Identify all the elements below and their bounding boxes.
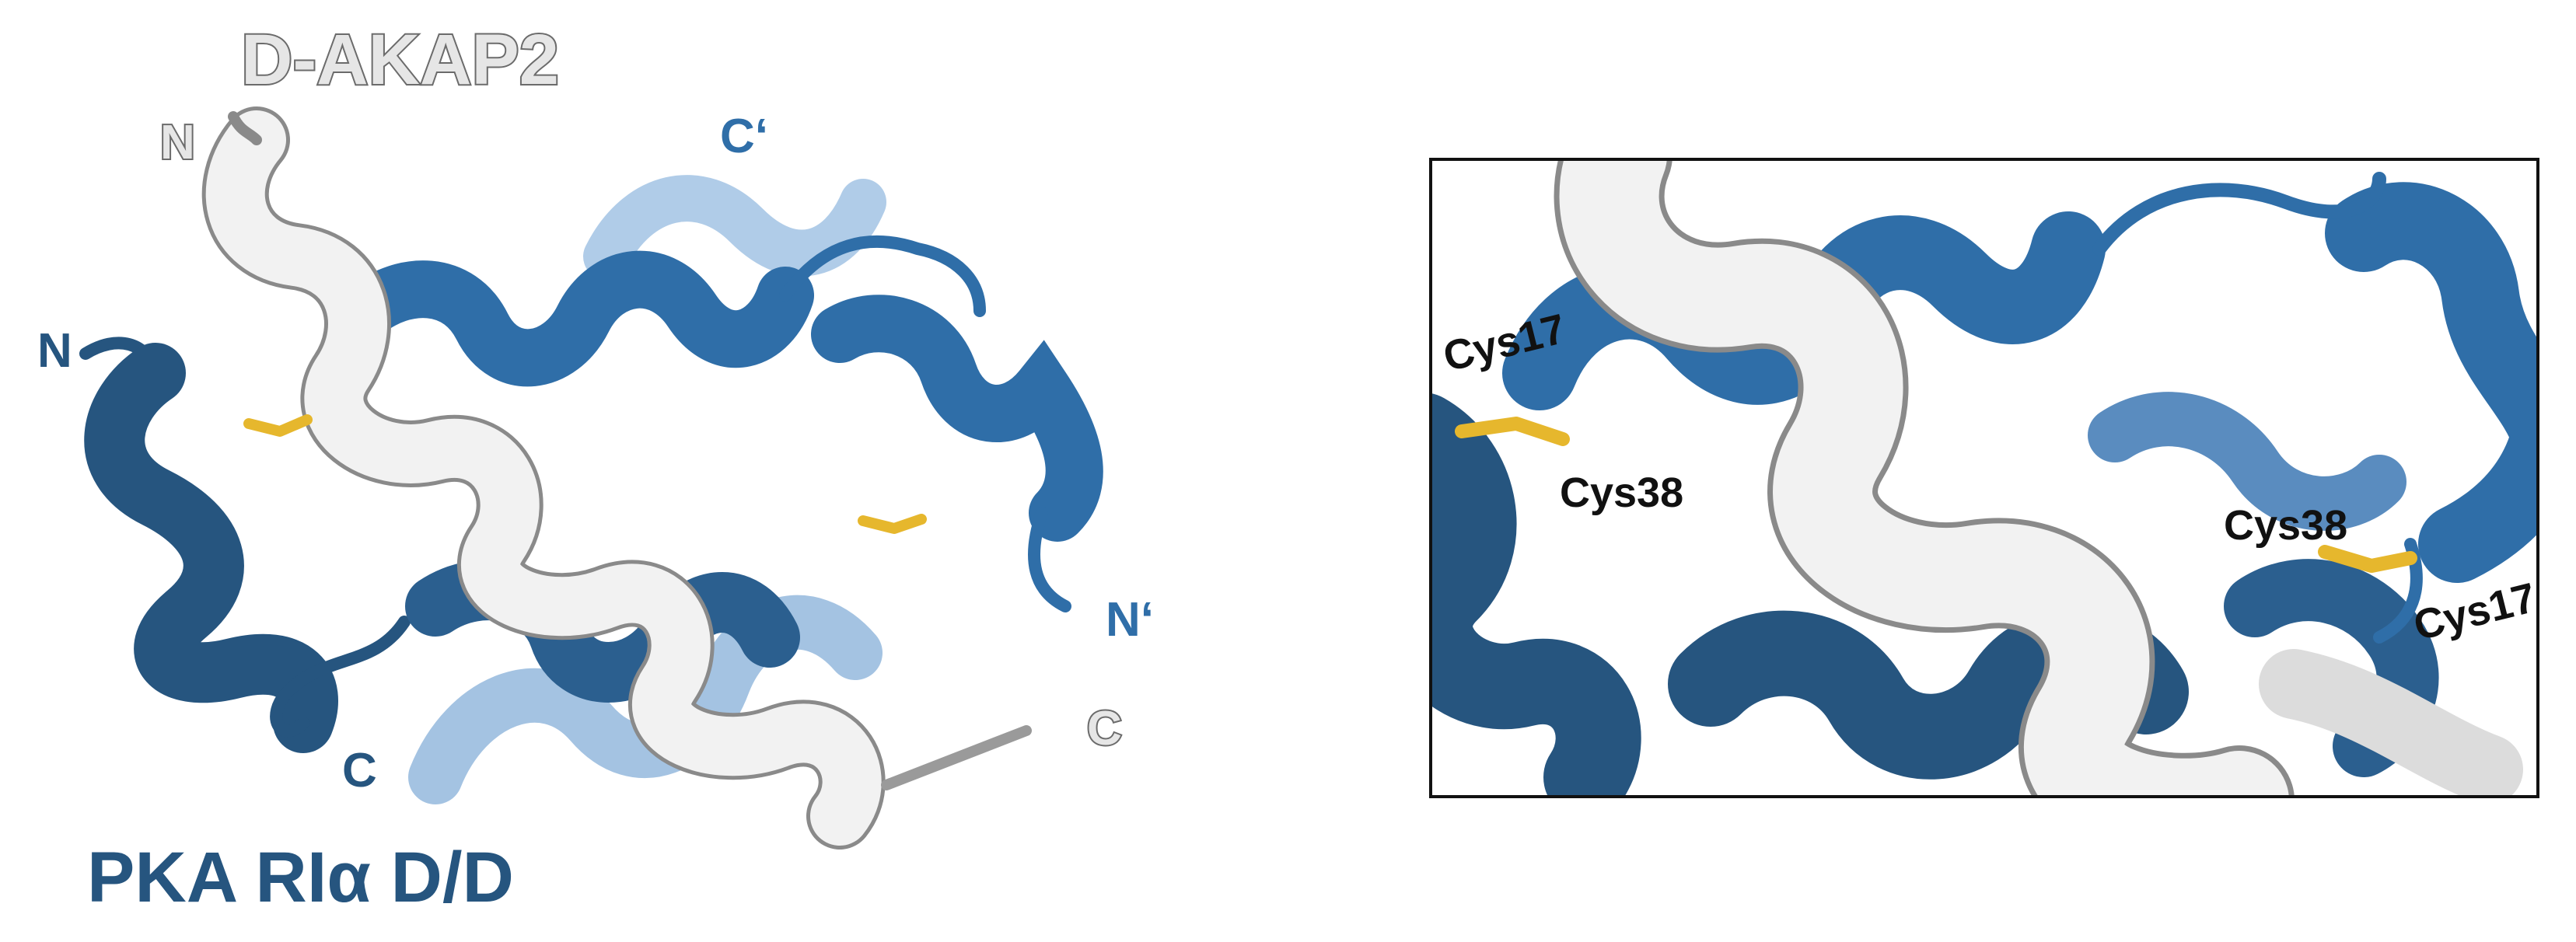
akap-n-tail (228, 111, 262, 145)
inset-panel: Cys17 Cys38 Cys38 Cys17 (1429, 158, 2540, 798)
inset-disulfide-right (2318, 545, 2417, 573)
akap-c-label: C (1087, 702, 1122, 755)
inset-cys17-right-label: Cys17 (2409, 574, 2540, 650)
dd-protomer-b-coil (779, 235, 986, 317)
complex-title: PKA RIα D/D (87, 838, 514, 917)
inset-dd-helix-right (2325, 182, 2538, 583)
dd-protomer-b-nterm (1028, 507, 1071, 612)
inset-dd-helix-left (1431, 393, 1641, 797)
inset-structure (1431, 159, 2538, 797)
inset-dd-loop-mid (2088, 392, 2406, 531)
inset-akap-helix (1559, 159, 2289, 797)
dd-protomer-a-loop (270, 616, 411, 738)
dd-protomer-b-helix-top (337, 250, 814, 387)
inset-dd-loop-top (2092, 172, 2386, 256)
inset-disulfide-left (1455, 417, 1570, 446)
disulfide-bond-right (858, 514, 927, 534)
akap-n-label: N (160, 116, 195, 169)
inset-frame (1429, 158, 2539, 798)
inset-cys38-right-label: Cys38 (2224, 502, 2347, 549)
akap-title: D-AKAP2 (241, 20, 559, 99)
dd-c-label: C (342, 744, 377, 797)
overview-structure: D-AKAP2 N C N C N‘ C‘ PKA RIα D/D (37, 19, 1154, 917)
akap-c-tail (881, 725, 1032, 790)
dd-c-prime-label: C‘ (720, 110, 768, 163)
inset-cys38-left-label: Cys38 (1560, 469, 1683, 516)
dd-n-label: N (37, 324, 72, 378)
akap-helix-face (205, 110, 882, 846)
inset-akap-helix-back (2259, 649, 2523, 797)
dd-n-prime-label: N‘ (1106, 593, 1154, 647)
dd-protomer-a-helix (84, 343, 338, 753)
dd-helix-back-2 (583, 175, 886, 280)
disulfide-bond-left (243, 414, 313, 437)
dd-protomer-b-helix-right (811, 295, 1103, 542)
